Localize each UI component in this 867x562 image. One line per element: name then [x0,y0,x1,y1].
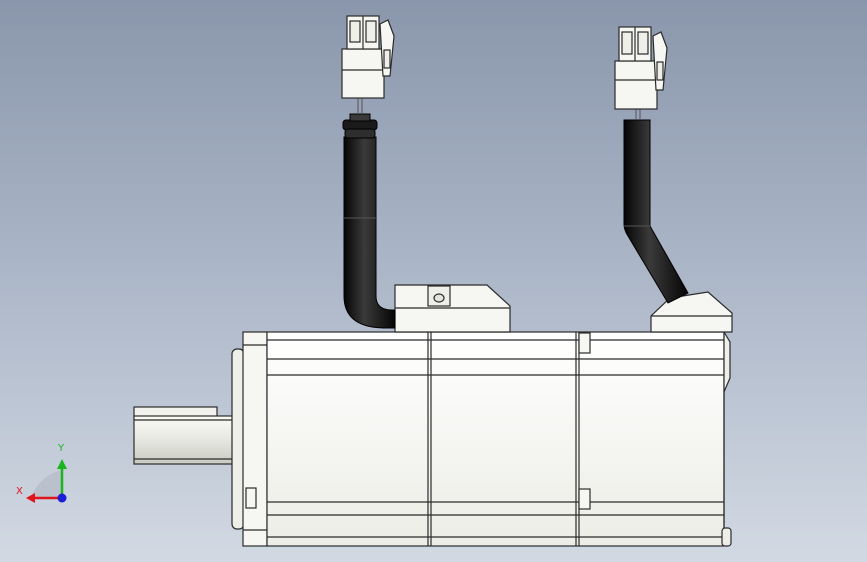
triad-x-arrow-icon [26,493,35,503]
servo-motor-model[interactable] [133,15,733,547]
triad-x-label: X [16,486,23,497]
encoder-connector-plug[interactable] [614,26,668,110]
power-cable-gland[interactable] [394,284,511,333]
power-cable[interactable] [342,98,396,329]
triad-y-label: Y [58,443,65,454]
triad-z-axis-icon [57,493,67,503]
triad-plane-icon [30,470,62,498]
encoder-cable-gland[interactable] [650,291,733,333]
encoder-cable[interactable] [623,108,689,304]
front-flange[interactable] [231,331,268,547]
coordinate-triad [26,459,67,503]
rear-end-cap[interactable] [721,329,732,547]
triad-y-arrow-icon [57,459,67,469]
motor-body[interactable] [266,331,725,547]
motor-shaft[interactable] [133,406,239,465]
power-connector-plug[interactable] [341,15,395,99]
